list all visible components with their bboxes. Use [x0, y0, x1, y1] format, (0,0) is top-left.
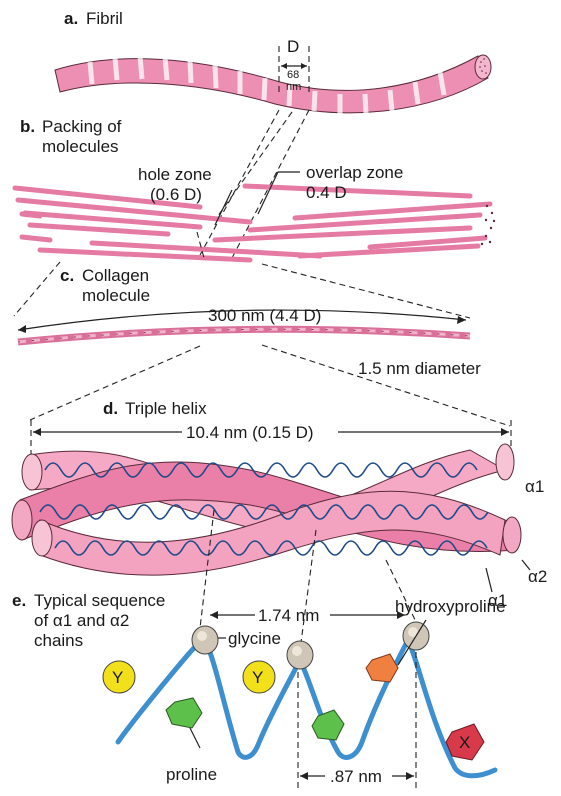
panel-e-title: e. Typical sequence of α1 and α2 chains: [12, 591, 165, 650]
x-residue-label: X: [459, 733, 470, 752]
panel-d-title: d. Triple helix: [103, 399, 207, 418]
chain-label-alpha2: α2: [528, 567, 547, 586]
x-residue: X: [446, 724, 484, 760]
proline-residue-2: [312, 710, 344, 740]
y-residue-2-label: Y: [252, 668, 263, 687]
panel-a-label: Fibril: [86, 9, 123, 28]
panel-d-label: Triple helix: [125, 399, 207, 418]
panel-b-letter: b.: [20, 117, 35, 136]
panel-e-label-line1: Typical sequence: [34, 591, 165, 610]
panel-c-title: c. Collagen molecule: [60, 266, 150, 305]
glycine-residue-2: [287, 641, 313, 669]
panel-a-letter: a.: [64, 9, 78, 28]
hole-zone-value: (0.6 D): [150, 185, 202, 204]
molecule-diameter-label: 1.5 nm diameter: [358, 359, 481, 378]
y-residue-1-label: Y: [112, 668, 123, 687]
panel-b-label-line2: molecules: [42, 137, 119, 156]
panel-a-title: a. Fibril: [64, 9, 123, 28]
panel-c-label-line2: molecule: [82, 286, 150, 305]
glycine-residue-1: [192, 626, 218, 654]
fibril-period-label: D: [287, 37, 299, 56]
proline-label: proline: [166, 765, 217, 784]
chain-label-alpha1-top: α1: [525, 477, 544, 496]
projection-c-to-d: [30, 345, 510, 426]
panel-b-label-line1: Packing of: [42, 117, 122, 136]
hydroxyproline-label: hydroxyproline: [395, 597, 506, 616]
panel-d-letter: d.: [103, 399, 118, 418]
repeat-distance-arrow: 1.74 nm: [210, 606, 405, 625]
panel-e-label-line2: of α1 and α2: [34, 611, 129, 630]
helix-pitch-label: 10.4 nm (0.15 D): [186, 423, 314, 442]
panel-e-letter: e.: [12, 591, 26, 610]
glycine-label: glycine: [228, 629, 281, 648]
panel-b-title: b. Packing of molecules: [20, 117, 122, 156]
panel-c-letter: c.: [60, 266, 74, 285]
collagen-molecule: [18, 329, 470, 342]
repeat-distance-label: 1.74 nm: [258, 606, 319, 625]
panel-e-label-line3: chains: [34, 631, 83, 650]
y-residue-2: Y: [243, 661, 275, 693]
overlap-zone-value: 0.4 D: [306, 183, 347, 202]
molecule-length-label: 300 nm (4.4 D): [208, 306, 321, 325]
fibril-bands: [90, 56, 444, 114]
panel-c-label-line1: Collagen: [82, 266, 149, 285]
glycine-annotation: glycine: [218, 629, 281, 648]
proline-annotation: proline: [166, 728, 217, 784]
overlap-zone-label: overlap zone: [306, 163, 403, 182]
hydroxyproline-residue: [366, 654, 398, 682]
y-residue-1: Y: [103, 661, 135, 693]
triple-helix: [12, 444, 521, 575]
hole-zone-label: hole zone: [138, 165, 212, 184]
fibril-period-unit: nm: [286, 81, 301, 93]
packed-molecules: [15, 186, 495, 260]
proline-residue-1: [166, 698, 202, 728]
fibril: [55, 55, 491, 114]
spacing-label: .87 nm: [330, 767, 382, 786]
fibril-period-value: 68: [287, 69, 299, 81]
